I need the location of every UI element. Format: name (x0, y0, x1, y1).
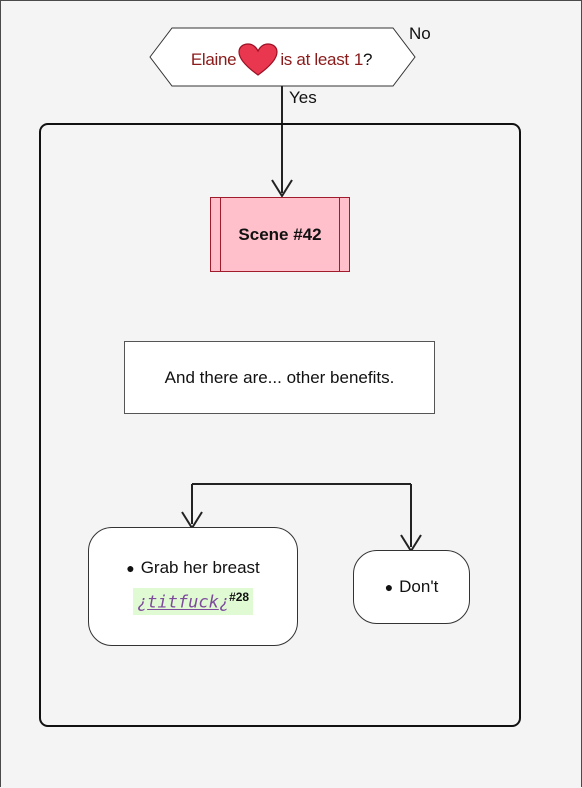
condition-operator: is at least (280, 50, 349, 69)
no-label: No (409, 24, 431, 43)
tag-open: ¿ (136, 592, 148, 613)
condition-label: Elaine is at least 1 ? (164, 40, 399, 80)
tag-close: ¿ (218, 592, 230, 613)
condition-suffix: ? (362, 50, 373, 69)
bullet-icon: ● (126, 560, 135, 577)
condition-value: 1 (353, 50, 363, 69)
choice-tag[interactable]: ¿titfuck¿#28 (132, 588, 254, 615)
scene-label: Scene #42 (238, 224, 322, 244)
condition-diamond (149, 27, 416, 87)
bullet-icon: ● (384, 579, 394, 595)
scene-node[interactable]: Scene #42 (210, 197, 350, 272)
heart-icon (238, 43, 278, 77)
choice-grab-breast[interactable]: ●Grab her breast ¿titfuck¿#28 (88, 527, 298, 646)
note-text: And there are... other benefits. (164, 367, 395, 387)
choice-dont[interactable]: ● Don't (353, 550, 470, 624)
yes-label: Yes (289, 88, 317, 107)
character-name: Elaine (190, 50, 237, 69)
choice-label: Don't (399, 577, 439, 596)
tag-link[interactable]: titfuck (147, 592, 219, 613)
group-container (39, 123, 521, 727)
arrowhead (271, 179, 293, 198)
note-node: And there are... other benefits. (124, 341, 435, 414)
tag-number: #28 (229, 590, 250, 605)
choice-label: Grab her breast (140, 558, 260, 578)
